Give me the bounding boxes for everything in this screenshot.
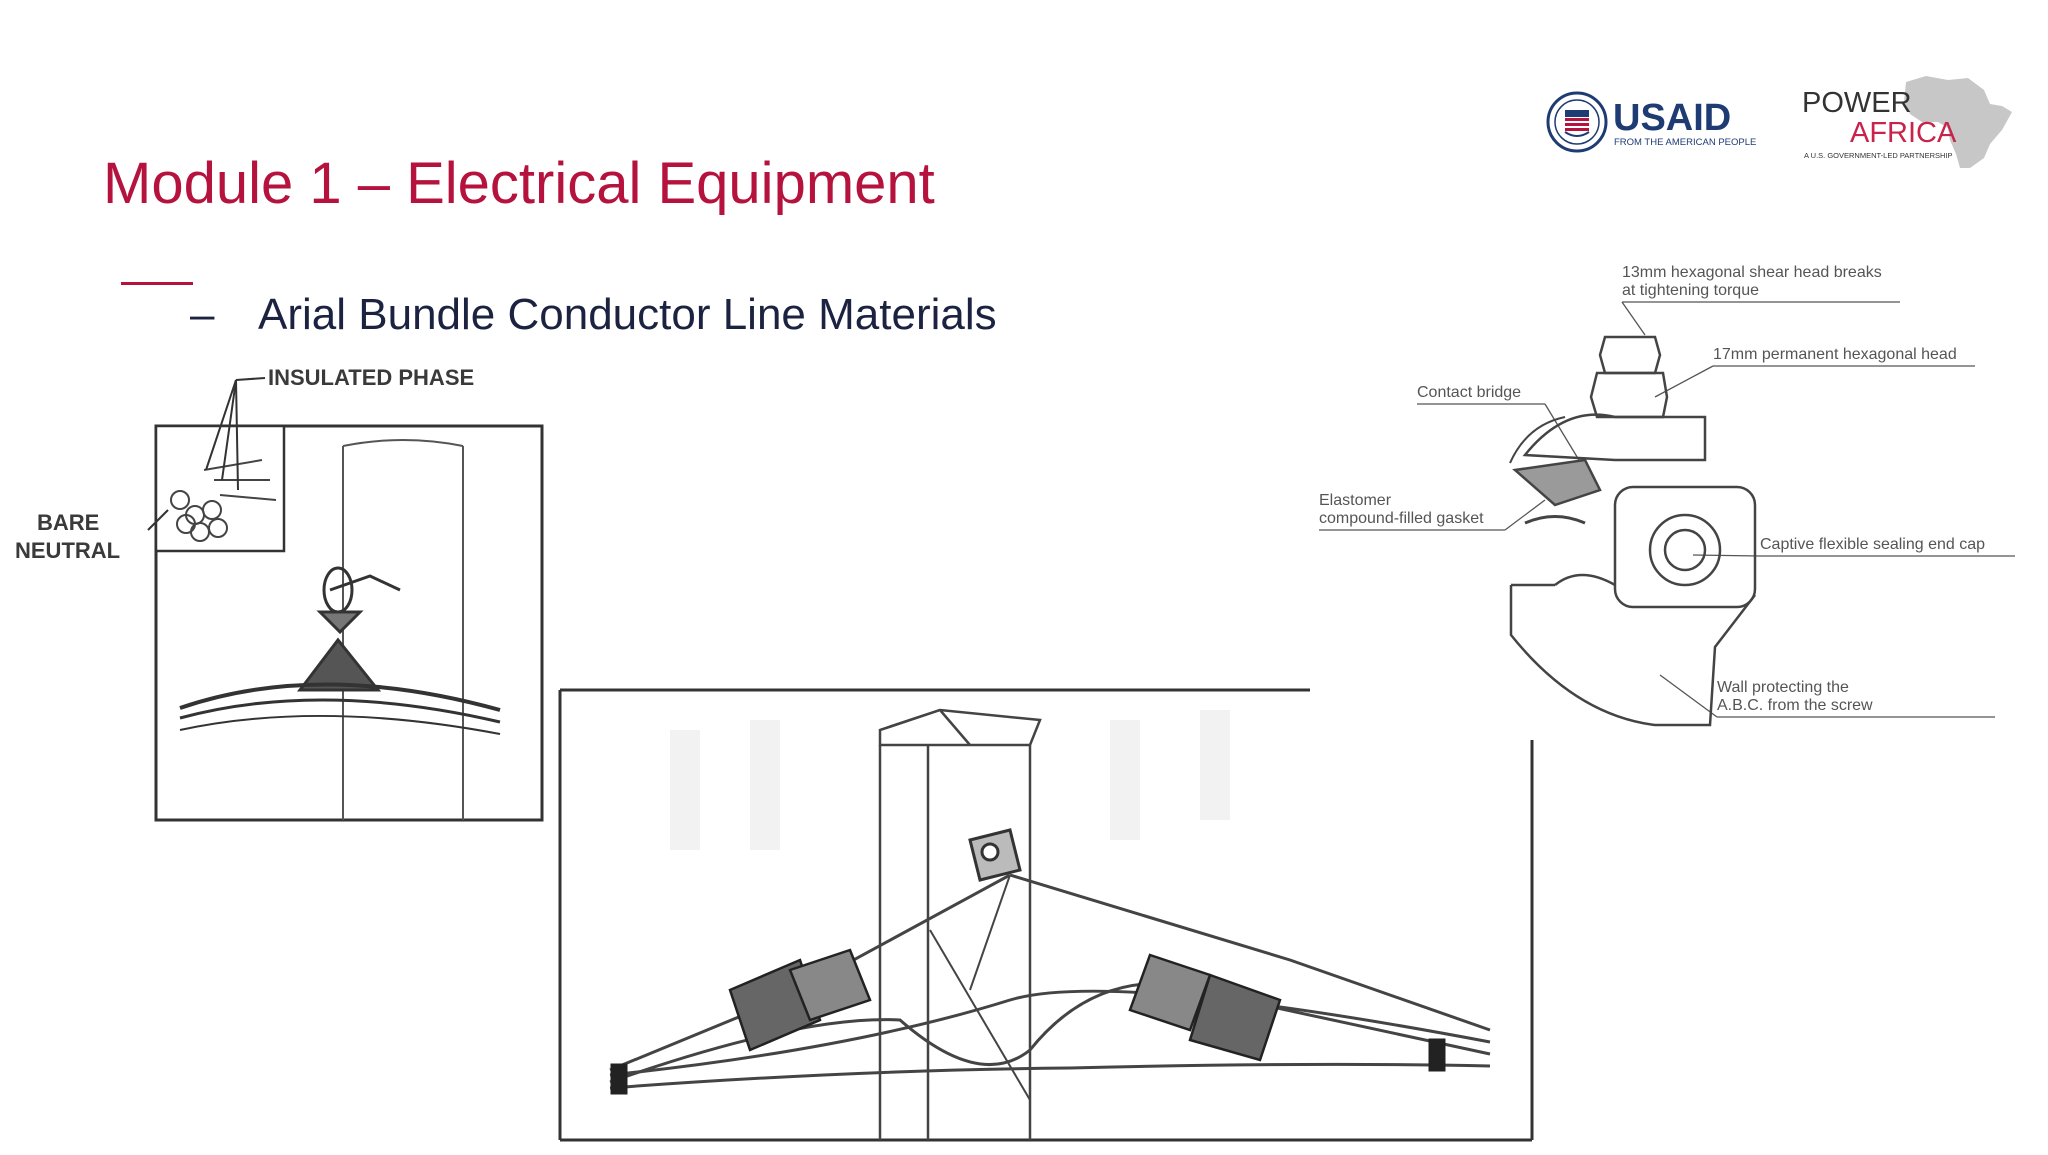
usaid-logo: USAID FROM THE AMERICAN PEOPLE: [1545, 88, 1757, 156]
slide-title: Module 1 – Electrical Equipment: [103, 151, 935, 216]
power-africa-tagline: A U.S. GOVERNMENT-LED PARTNERSHIP: [1804, 151, 1953, 160]
label-gasket-2: compound-filled gasket: [1319, 510, 1484, 527]
label-bare: BARE: [37, 510, 99, 535]
label-insulated-phase: INSULATED PHASE: [268, 365, 474, 390]
label-shear-head-2: at tightening torque: [1622, 282, 1759, 299]
label-contact-bridge: Contact bridge: [1417, 384, 1521, 401]
suspension-clamp: [179, 566, 501, 735]
label-end-cap: Captive flexible sealing end cap: [1760, 536, 1985, 553]
tension-clamp-left: [728, 948, 872, 1052]
suspension-clamp-figure: INSULATED PHASE BARE NEUTRAL: [0, 350, 560, 830]
tension-clamp-right: [1128, 953, 1282, 1062]
label-wall-1: Wall protecting the: [1717, 679, 1849, 696]
title-underline: [121, 282, 193, 285]
power-africa-line2: AFRICA: [1850, 117, 1957, 149]
bullet-text: Arial Bundle Conductor Line Materials: [258, 290, 997, 339]
pole: [342, 439, 464, 820]
bullet-dash: –: [190, 290, 215, 339]
square-pole: [878, 708, 1042, 1140]
power-africa-logo: POWER AFRICA A U.S. GOVERNMENT-LED PARTN…: [1798, 72, 2018, 172]
usaid-name: USAID: [1613, 97, 1731, 139]
connector-body: [1509, 335, 1757, 727]
label-wall-2: A.B.C. from the screw: [1717, 697, 1873, 714]
label-permanent-head: 17mm permanent hexagonal head: [1713, 346, 1957, 363]
piercing-connector-figure: 13mm hexagonal shear head breaks at tigh…: [1315, 255, 2015, 735]
usaid-tagline: FROM THE AMERICAN PEOPLE: [1614, 137, 1756, 148]
label-shear-head-1: 13mm hexagonal shear head breaks: [1622, 264, 1882, 281]
power-africa-line1: POWER: [1802, 87, 1912, 119]
tension-clamp-figure: [550, 670, 1550, 1150]
cable-bundle-inset: [170, 459, 277, 542]
label-gasket-1: Elastomer: [1319, 492, 1392, 509]
label-neutral: NEUTRAL: [15, 538, 120, 563]
pole-bracket: [968, 828, 1022, 882]
